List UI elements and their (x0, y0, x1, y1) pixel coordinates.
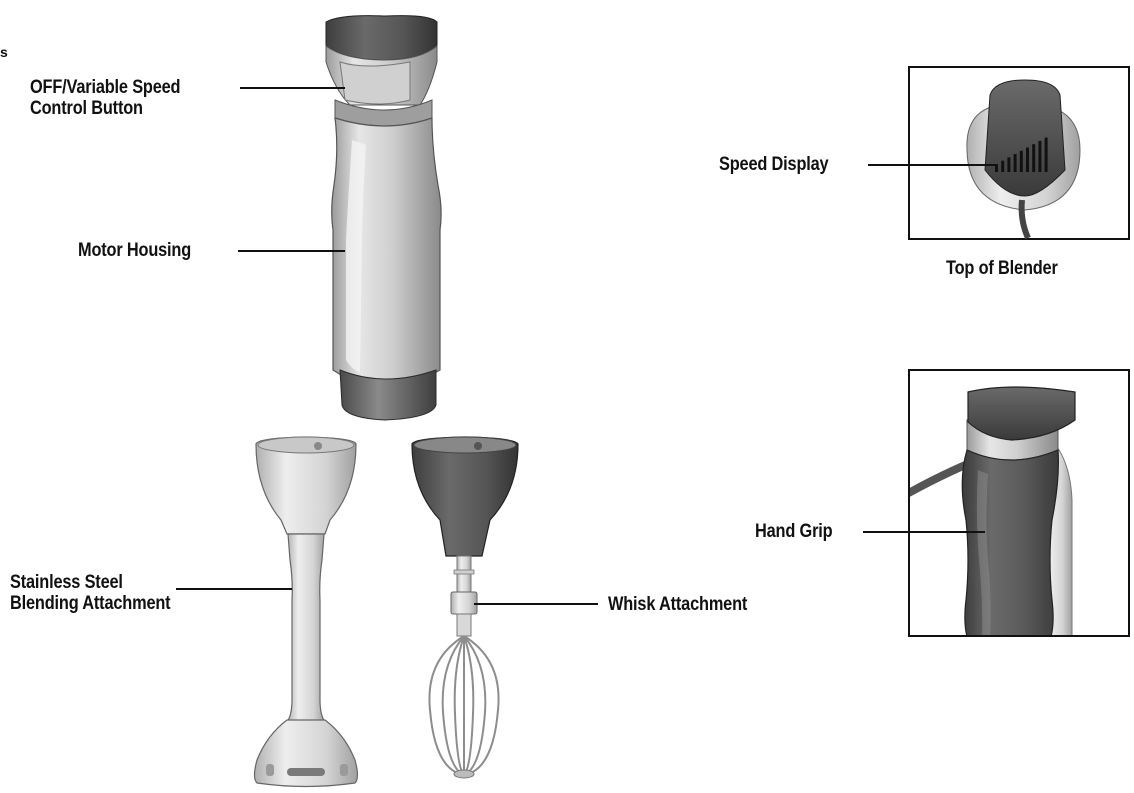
blending-shaft (287, 534, 325, 722)
label-blending-attachment-line1: Stainless Steel (10, 572, 170, 593)
speed-bar (1007, 157, 1010, 172)
whisk-wires (429, 636, 498, 775)
label-whisk-attachment: Whisk Attachment (608, 594, 747, 615)
label-blending-attachment-line2: Blending Attachment (10, 593, 170, 614)
blade-guard (255, 720, 358, 787)
blending-attachment (255, 437, 358, 787)
whisk-cone (412, 437, 518, 556)
whisk-coupler (451, 592, 477, 614)
speed-bar (1020, 151, 1023, 172)
speed-bar (1045, 138, 1048, 172)
inset-hand-grip (905, 370, 1129, 640)
top-cap (326, 16, 437, 60)
whisk-attachment (412, 437, 518, 778)
label-control-button-line2: Control Button (30, 98, 180, 119)
speed-bar (995, 164, 998, 172)
whisk-cone-opening (414, 437, 516, 453)
control-button-recess (340, 62, 410, 104)
top-view-cap (985, 80, 1065, 196)
speed-bar (1026, 148, 1029, 173)
label-speed-display: Speed Display (719, 154, 828, 175)
hand-grip-shape (962, 450, 1058, 640)
label-top-of-blender: Top of Blender (946, 258, 1058, 279)
blending-cup-opening (258, 437, 354, 453)
blade-guard-slot (287, 768, 325, 776)
inset-top-of-blender (909, 67, 1129, 239)
label-control-button: OFF/Variable Speed Control Button (30, 77, 180, 119)
label-hand-grip: Hand Grip (755, 521, 832, 542)
speed-bar (1014, 154, 1017, 172)
label-motor-housing: Motor Housing (78, 240, 191, 261)
speed-bar (1001, 161, 1004, 172)
speed-bar (1032, 144, 1035, 172)
speed-bar (1038, 141, 1041, 172)
label-control-button-line1: OFF/Variable Speed (30, 77, 180, 98)
edge-mark-text: s (0, 44, 8, 60)
label-blending-attachment: Stainless Steel Blending Attachment (10, 572, 170, 614)
motor-body (326, 16, 441, 420)
whisk-shaft (457, 556, 471, 596)
